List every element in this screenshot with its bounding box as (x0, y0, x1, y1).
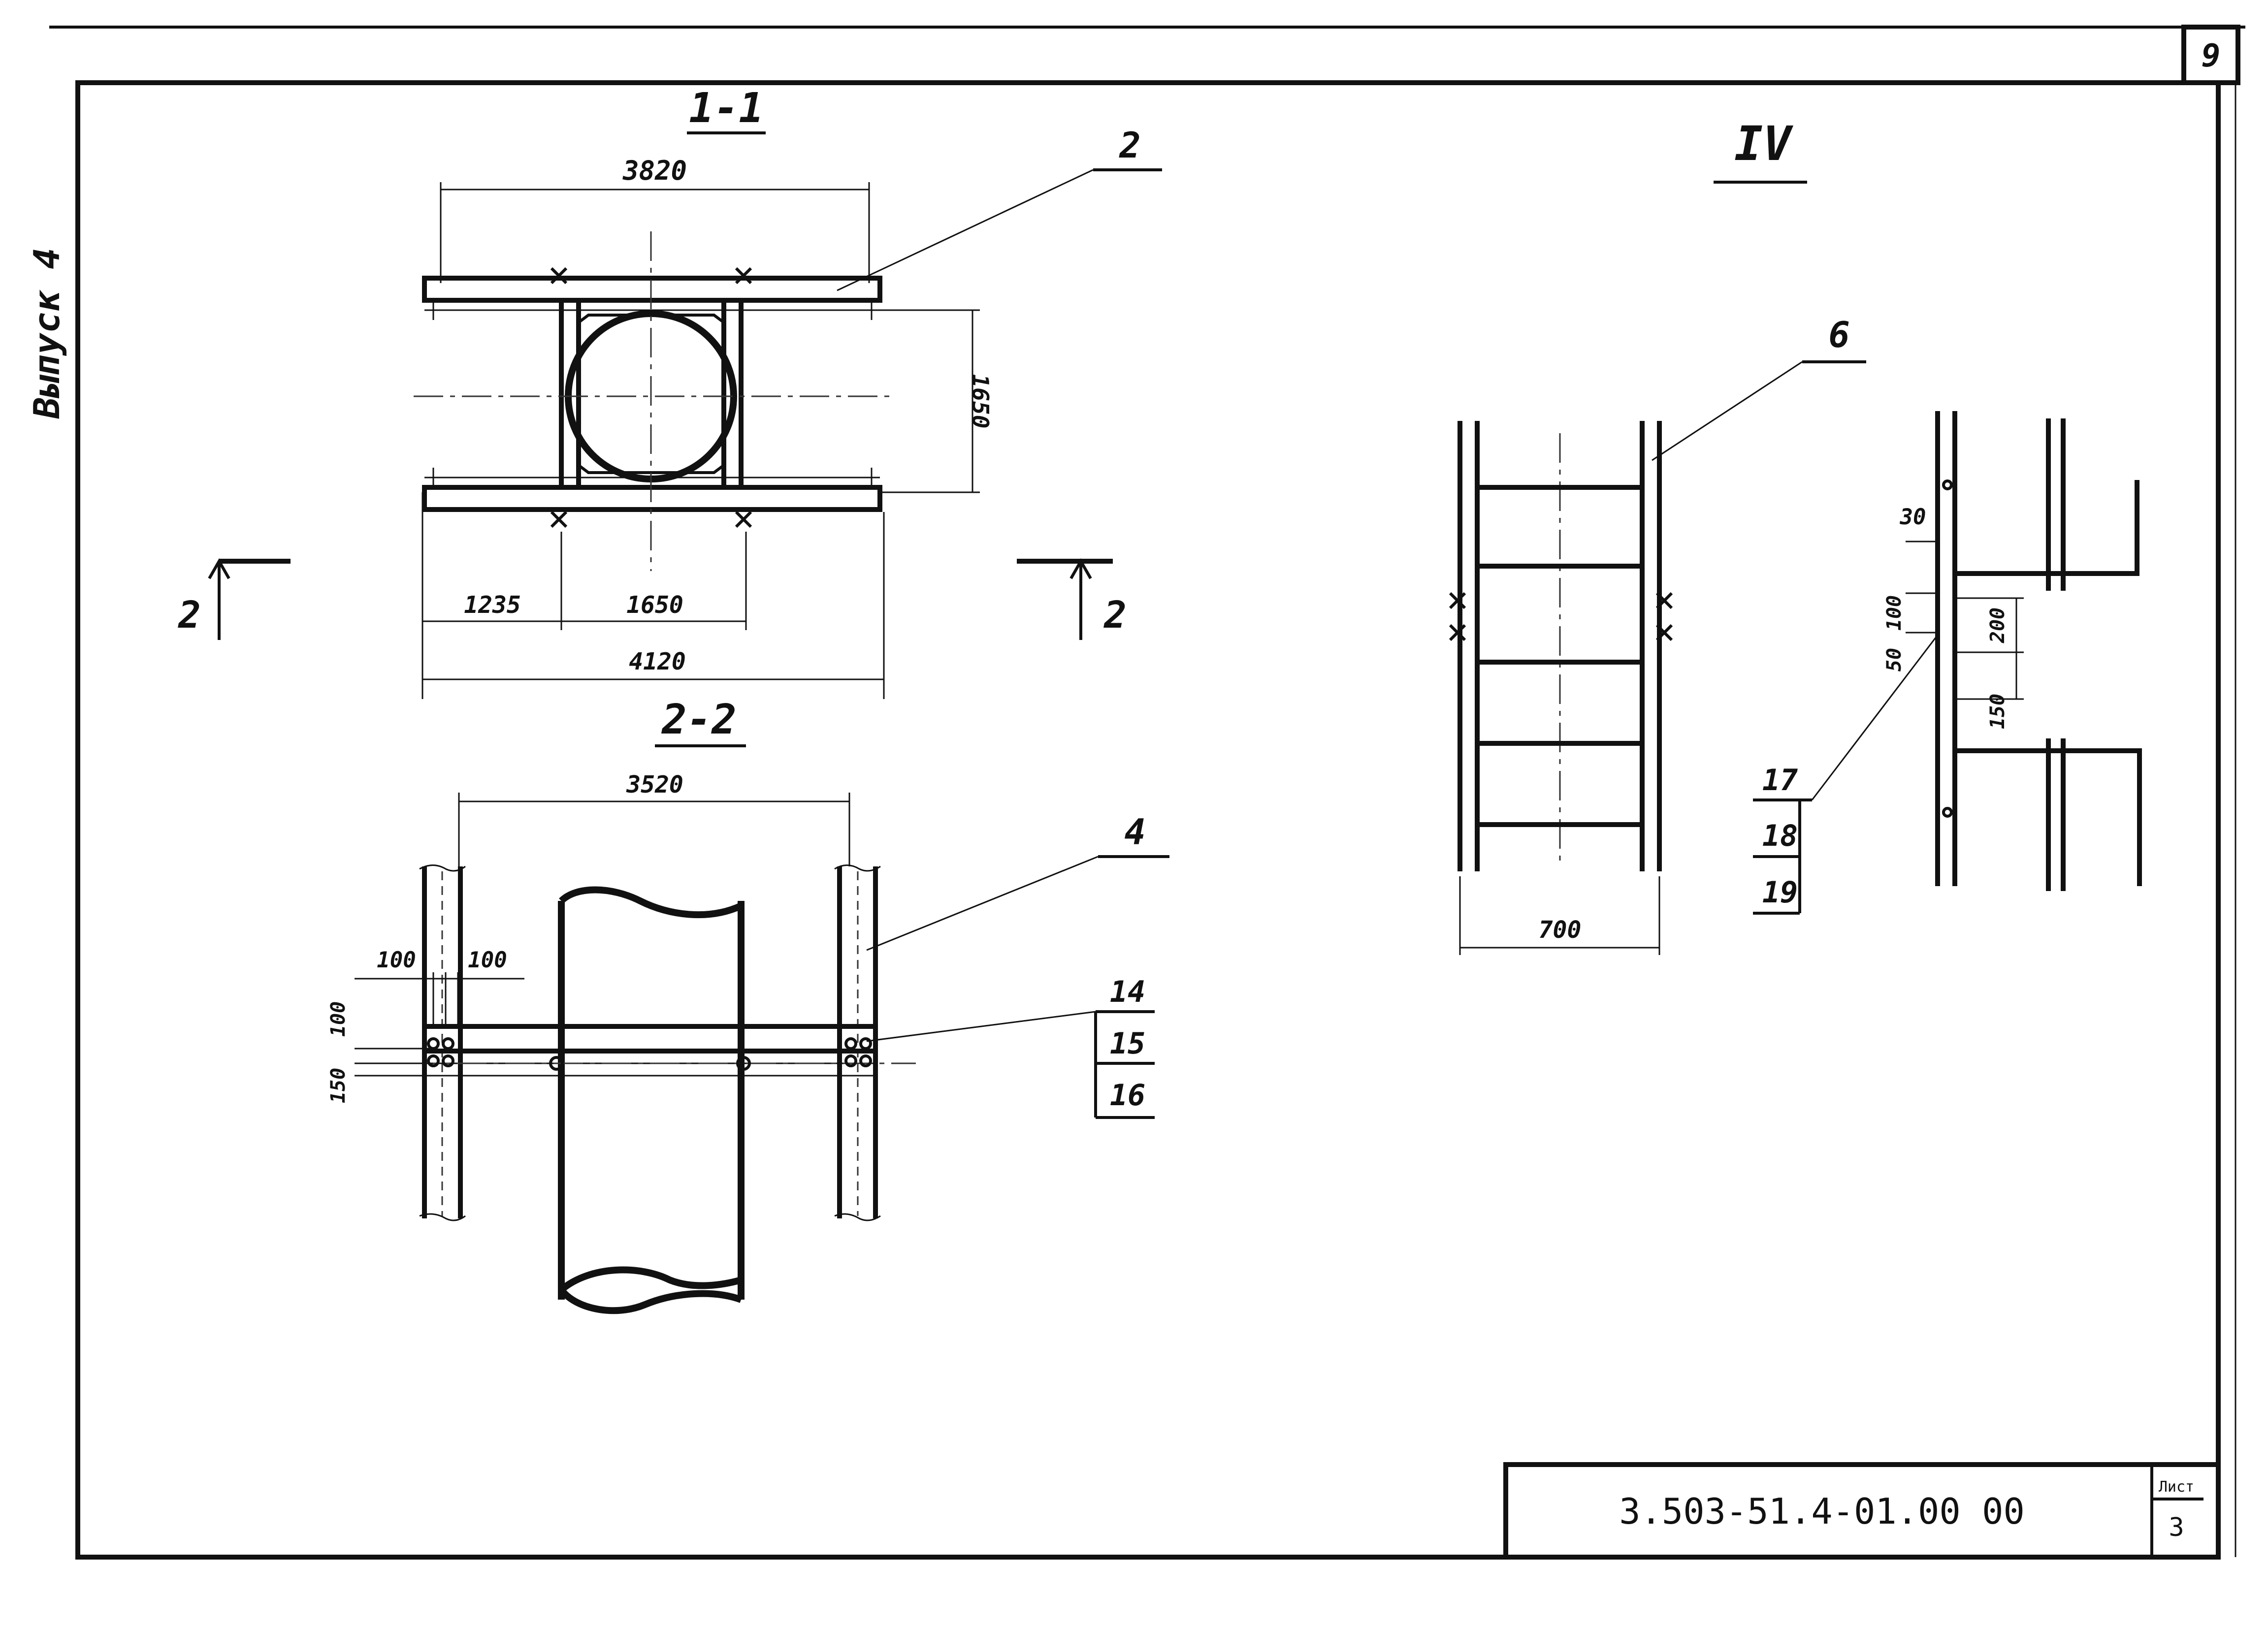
sheet-frame: 9 Выпуск 4 3.503-51.4-01.00 00 Лист 3 (26, 25, 2245, 1560)
callout-4: 4 (1124, 811, 1145, 853)
dim-iv-30: 30 (1900, 505, 1926, 530)
callout-6: 6 (1828, 314, 1849, 355)
bolts-1-1 (550, 267, 752, 528)
section-1-1: 1-1 3820 (414, 84, 1162, 699)
dim-iv-50: 50 (1883, 648, 1906, 671)
title-block-sheet-label: Лист (2159, 1478, 2194, 1496)
callout-14: 14 (1110, 975, 1145, 1009)
dim-iv-100: 100 (1883, 595, 1906, 631)
dim-2-2-top: 3520 (626, 771, 683, 798)
ladder-side-clamps (1449, 592, 1673, 641)
dim-iv-200: 200 (1986, 607, 2009, 643)
callout-2: 2 (1118, 125, 1140, 166)
dim-1-1-right: 1650 (967, 374, 994, 429)
dim-iv-150: 150 (1986, 694, 2009, 729)
section-2-2: 2-2 3520 (327, 695, 1169, 1314)
callout-16: 16 (1110, 1078, 1145, 1113)
dim-2-2-left-a: 100 (377, 948, 416, 973)
section-cut-marks: 2 2 (177, 558, 1127, 640)
dim-2-2-left-b: 100 (468, 948, 507, 973)
dim-1-1-total: 4120 (629, 648, 686, 675)
bolt-group-left (427, 1037, 454, 1067)
section-2-2-title: 2-2 (661, 695, 737, 743)
section-mark-right: 2 (1103, 593, 1127, 637)
callout-15: 15 (1110, 1026, 1145, 1061)
callout-19: 19 (1762, 875, 1798, 910)
dim-1-1-bottom-left: 1235 (464, 591, 521, 619)
bolt-group-right (844, 1037, 872, 1067)
section-1-1-title: 1-1 (689, 84, 764, 132)
ladder-rungs (1477, 485, 1642, 827)
title-block-code: 3.503-51.4-01.00 00 (1619, 1491, 2025, 1532)
title-block-sheet-value: 3 (2169, 1513, 2184, 1542)
callout-18: 18 (1762, 819, 1798, 853)
view-iv: IV 700 6 (1449, 116, 2142, 955)
view-iv-title: IV (1734, 116, 1794, 171)
side-stamp: Выпуск 4 (26, 248, 67, 419)
sheet-number: 9 (2202, 38, 2221, 74)
section-mark-left: 2 (177, 593, 201, 637)
callout-17: 17 (1762, 763, 1798, 798)
dim-1-1-top: 3820 (622, 155, 687, 186)
dim-2-2-vert-b: 150 (327, 1068, 350, 1103)
dim-iv-width: 700 (1539, 916, 1582, 944)
dim-2-2-vert-a: 100 (327, 1001, 350, 1037)
dim-1-1-bottom-mid: 1650 (626, 591, 683, 619)
